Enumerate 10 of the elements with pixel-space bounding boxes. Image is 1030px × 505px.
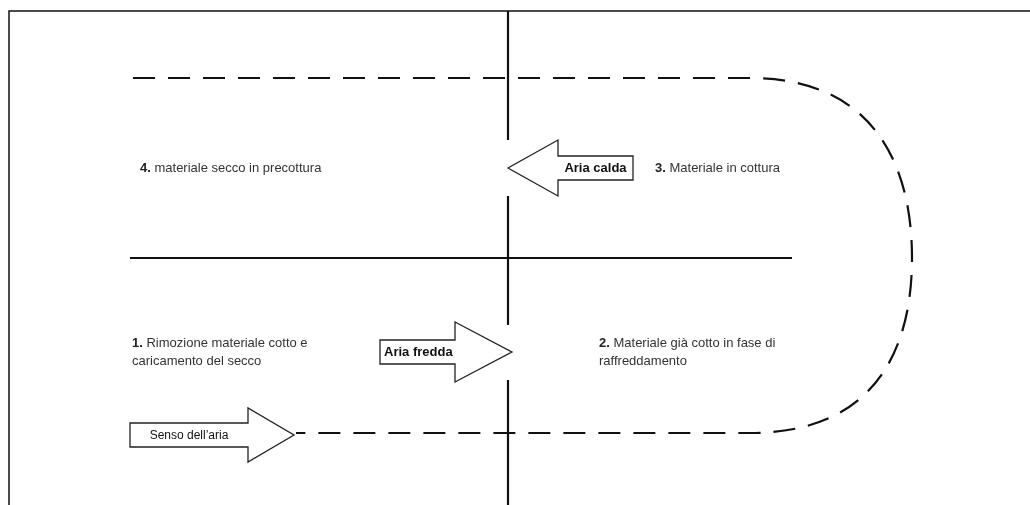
block-arrow [380, 322, 512, 382]
block-arrow [130, 408, 294, 462]
zone-description: 2. Materiale già cotto in fase di raffreddamento [599, 334, 777, 370]
arrow-label: Aria fredda [384, 344, 451, 360]
arrow-label: Aria calda [563, 160, 628, 176]
zone-description: 4. materiale secco in precottura [140, 159, 323, 177]
arrow-label: Senso dell’aria [148, 427, 230, 443]
zone-description: 1. Rimozione materiale cotto e caricamento del secco [132, 334, 309, 370]
block-arrow [508, 140, 633, 196]
zone-description: 3. Materiale in cottura [655, 159, 781, 177]
